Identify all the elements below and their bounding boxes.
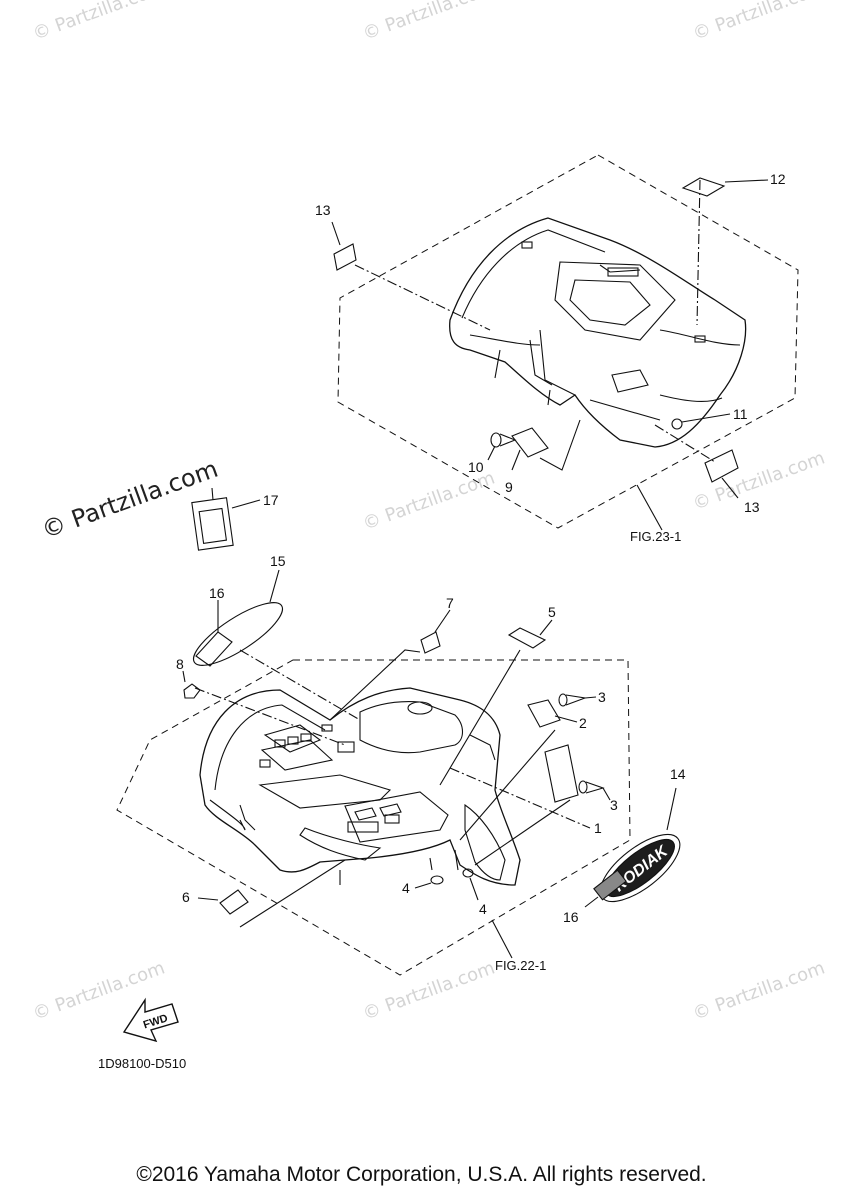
front-group-dashed-boundary <box>116 659 631 976</box>
part-3-rivet <box>578 780 605 794</box>
copyright-notice: ©2016 Yamaha Motor Corporation, U.S.A. A… <box>136 1163 707 1186</box>
leader-line <box>329 649 421 721</box>
callout-5: 5 <box>548 604 556 620</box>
part-5-decal <box>507 627 547 649</box>
callout-4: 4 <box>402 880 410 896</box>
part-11-grommet <box>671 418 683 430</box>
part-3-rivet <box>558 693 588 707</box>
leader-line <box>539 419 581 471</box>
callout-12: 12 <box>770 171 786 187</box>
callout-1: 1 <box>594 820 602 836</box>
callout-15: 15 <box>270 553 286 569</box>
callout-3: 3 <box>610 797 618 813</box>
callout-2: 2 <box>579 715 587 731</box>
diagram-code: 1D98100-D510 <box>98 1056 187 1071</box>
callout-13: 13 <box>744 499 760 515</box>
leader-line <box>194 687 346 746</box>
callout-11: 11 <box>733 406 748 422</box>
callout-17: 17 <box>263 492 279 508</box>
part-4-grommet <box>430 875 444 885</box>
callout-14: 14 <box>670 766 686 782</box>
front-fender <box>199 687 521 886</box>
leader-line <box>589 399 661 421</box>
leader-line <box>239 859 346 928</box>
rear-group-dashed-boundary <box>337 154 799 529</box>
callout-16: 16 <box>563 909 579 925</box>
part-13-label <box>333 243 357 271</box>
part-1-plate <box>544 744 579 803</box>
callout-10: 10 <box>468 459 484 475</box>
leader-line <box>654 424 716 463</box>
leader-line <box>474 799 571 866</box>
figure-ref-22-1[interactable]: FIG.22-1 <box>495 958 547 973</box>
part-12-label <box>681 177 726 197</box>
part-15-disc <box>192 602 284 666</box>
callout-8: 8 <box>176 656 184 672</box>
callout-6: 6 <box>182 889 190 905</box>
leader-line <box>354 264 491 331</box>
part-17-warning-tag <box>191 497 234 551</box>
part-10-rivet <box>490 432 517 448</box>
part-7-decal <box>420 631 441 654</box>
callout-7: 7 <box>446 595 454 611</box>
part-4-grommet <box>462 868 474 878</box>
callout-9: 9 <box>505 479 513 495</box>
callout-16: 16 <box>209 585 225 601</box>
fwd-direction-arrow: FWD <box>122 997 179 1043</box>
callout-3: 3 <box>598 689 606 705</box>
part-9-plate <box>511 427 549 458</box>
part-6-decal <box>219 889 249 915</box>
part-13-emblem <box>704 449 739 483</box>
part-16-reflector <box>593 869 627 901</box>
leader-line <box>696 179 701 326</box>
callout-13: 13 <box>315 202 331 218</box>
leader-line <box>439 649 521 786</box>
part-16-decal <box>195 631 233 667</box>
part-8-emblem <box>183 683 201 699</box>
rear-fender <box>449 217 747 448</box>
callout-4: 4 <box>479 901 487 917</box>
figure-ref-23-1[interactable]: FIG.23-1 <box>630 529 682 544</box>
leader-line <box>239 649 361 721</box>
part-2-plate <box>527 699 561 728</box>
leader-line <box>449 767 591 829</box>
leader-line <box>459 729 556 841</box>
